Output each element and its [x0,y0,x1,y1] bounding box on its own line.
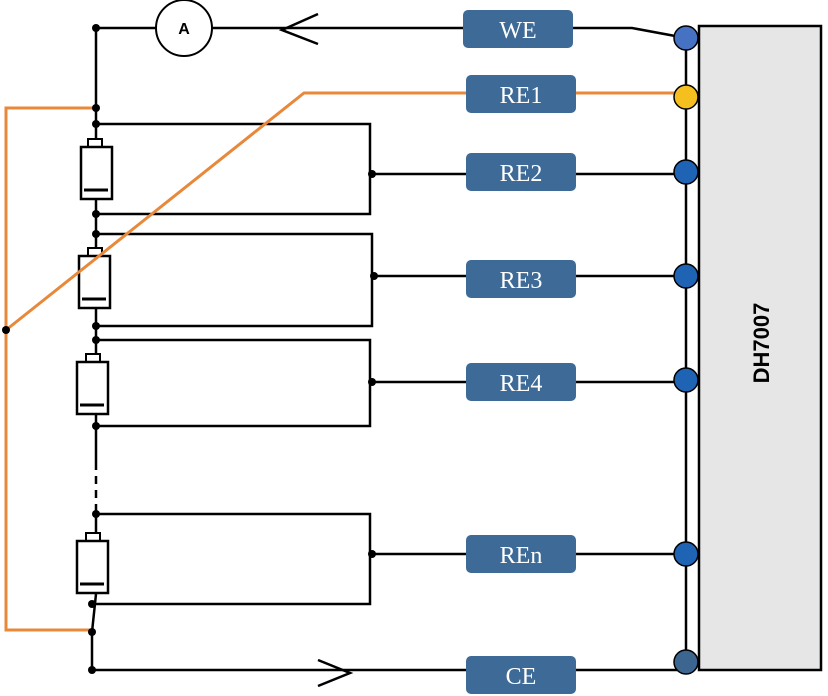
terminal-label-re2-text: RE2 [500,161,543,187]
sense-loop-re4 [96,338,686,428]
terminal-label-ren-text: REn [500,543,543,569]
terminal-label-ce: CE [466,656,576,694]
device-label: DH7007 [749,303,774,384]
connector-we [673,25,699,51]
sense-loop-re2 [96,122,686,216]
cell-n [75,532,110,595]
junction-dots [2,24,378,674]
connector-re3 [673,263,699,289]
terminal-label-ren: REn [466,535,576,573]
we-arrow [278,12,319,46]
ce-arrow [317,658,354,688]
connector-ce [673,649,699,675]
terminal-label-ce-text: CE [506,664,537,690]
terminal-label-re4: RE4 [466,363,576,401]
terminal-label-re1-text: RE1 [500,83,543,109]
cell-1 [79,138,114,201]
terminal-label-re2: RE2 [466,153,576,191]
we-wire [94,26,687,108]
terminal-label-re1: RE1 [466,75,576,113]
terminal-label-re3: RE3 [466,260,576,298]
cell-2 [77,247,112,310]
terminal-label-we-text: WE [499,18,536,44]
connector-ren [673,541,699,567]
terminal-label-we: WE [463,10,573,48]
connector-re2 [673,159,699,185]
terminal-label-re4-text: RE4 [500,371,543,397]
ce-wire [90,632,686,672]
chain-wire-bottom [90,593,98,633]
device-box [697,24,823,672]
ammeter-symbol: A [178,21,190,38]
sense-loop-re3 [96,232,686,328]
connector-re4 [673,367,699,393]
cell-3 [75,353,110,416]
terminal-label-re3-text: RE3 [500,268,543,294]
sense-loop-ren [96,512,686,606]
ammeter [155,0,213,57]
connector-re1 [673,84,699,110]
